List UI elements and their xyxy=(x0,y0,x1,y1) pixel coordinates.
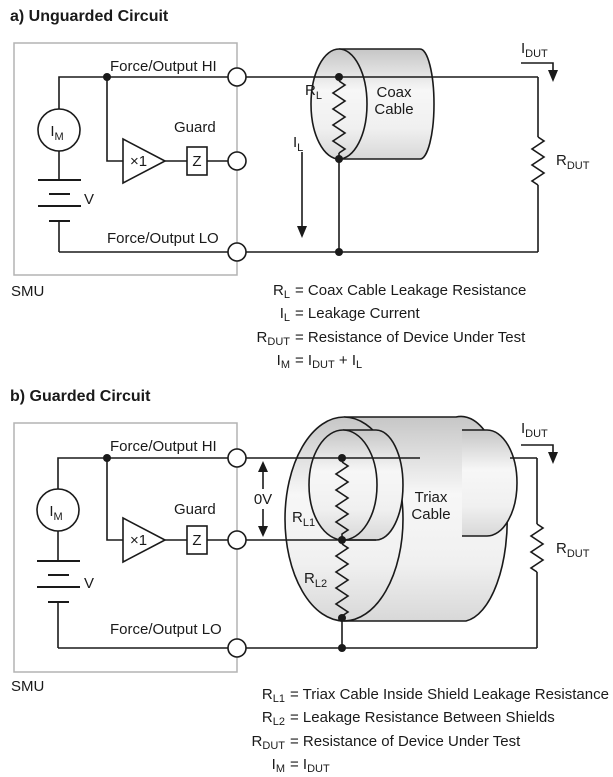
il-label: IL xyxy=(293,134,303,154)
equation-row: RL= Coax Cable Leakage Resistance xyxy=(273,282,527,301)
idut-arrow-b xyxy=(521,444,558,464)
guard-label-b: Guard xyxy=(174,501,216,518)
coax-end-ellipse xyxy=(310,48,368,160)
smu-label-a: SMU xyxy=(11,283,45,300)
resistor-rl1 xyxy=(334,461,350,540)
terminal-guard-a xyxy=(227,151,247,171)
idut-label-b: IDUT xyxy=(521,420,548,440)
equation-row: IL= Leakage Current xyxy=(279,305,420,325)
external-wiring-a xyxy=(246,76,539,253)
resistor-rl xyxy=(331,80,347,154)
leakage-arrow-il xyxy=(297,152,307,238)
circuit-a: IM V ×1 Z Guard Force/Output HI Force/Ou… xyxy=(13,40,590,276)
impedance-box-a xyxy=(186,146,208,176)
terminal-lo-a xyxy=(227,242,247,262)
impedance-box-a-label: Z xyxy=(192,153,201,170)
coax-cable-label-1: Coax xyxy=(376,84,412,101)
terminal-guard-b xyxy=(227,530,247,550)
battery-a-label: V xyxy=(84,191,94,208)
equation-row: IM= IDUT xyxy=(271,756,330,776)
circuit-b: IM V ×1 Z Guard Force/Output HI Force/Ou… xyxy=(13,415,590,673)
buffer-amp-b xyxy=(122,516,167,564)
guard-label-a: Guard xyxy=(174,119,216,136)
force-hi-label-b: Force/Output HI xyxy=(110,438,217,455)
resistor-rdut-b-label: RDUT xyxy=(556,540,590,560)
coax-cable xyxy=(310,48,435,160)
smu-a-wiring xyxy=(58,76,228,253)
battery-a xyxy=(38,179,81,222)
idut-arrow-a xyxy=(521,62,558,82)
buffer-amp-b-label: ×1 xyxy=(130,532,147,549)
idut-label-a: IDUT xyxy=(521,40,548,60)
terminal-lo-b xyxy=(227,638,247,658)
coax-cable-label-2: Cable xyxy=(374,101,413,118)
impedance-box-b-label: Z xyxy=(192,532,201,549)
current-meter-a-label: IM xyxy=(50,123,63,143)
equation-row: RL1= Triax Cable Inside Shield Leakage R… xyxy=(261,686,609,705)
external-wiring-b xyxy=(246,457,538,649)
smu-label-b: SMU xyxy=(11,678,45,695)
force-hi-label-a: Force/Output HI xyxy=(110,58,217,75)
force-lo-label-a: Force/Output LO xyxy=(107,230,219,247)
terminal-hi-a xyxy=(227,67,247,87)
equations-b: RL1= Triax Cable Inside Shield Leakage R… xyxy=(193,684,609,777)
resistor-rdut-b xyxy=(529,523,545,573)
junction-dots-a xyxy=(103,73,343,256)
buffer-amp-a-label: ×1 xyxy=(130,153,147,170)
resistor-rl-label: RL xyxy=(305,82,322,102)
equation-row: RDUT= Resistance of Device Under Test xyxy=(256,328,526,348)
section-b-title: b) Guarded Circuit xyxy=(10,388,151,405)
triax-cable-label-1: Triax xyxy=(415,489,448,506)
current-meter-a xyxy=(37,108,81,152)
battery-b xyxy=(37,560,80,603)
triax-cable-label-2: Cable xyxy=(411,506,450,523)
zero-v-label: 0V xyxy=(254,491,272,508)
equation-row: IM= IDUT + IL xyxy=(276,352,363,372)
current-meter-b xyxy=(36,488,80,532)
resistor-rl2-label: RL2 xyxy=(304,570,327,590)
triax-connector xyxy=(462,429,518,537)
equation-row: RL2= Leakage Resistance Between Shields xyxy=(261,709,555,729)
resistor-rl2 xyxy=(334,543,350,617)
resistor-rdut-a-label: RDUT xyxy=(556,152,590,172)
impedance-box-b xyxy=(186,525,208,555)
junction-dots-b xyxy=(103,454,346,652)
current-meter-b-label: IM xyxy=(49,503,62,523)
force-lo-label-b: Force/Output LO xyxy=(110,621,222,638)
resistor-rdut-a xyxy=(530,136,546,186)
terminal-hi-b xyxy=(227,448,247,468)
resistor-rl1-label: RL1 xyxy=(292,509,315,529)
section-a-title: a) Unguarded Circuit xyxy=(10,8,169,25)
battery-b-label: V xyxy=(84,575,94,592)
triax-cable xyxy=(284,415,518,622)
equation-row: RDUT= Resistance of Device Under Test xyxy=(251,732,521,752)
buffer-amp-a xyxy=(122,137,167,185)
equations-a: RL= Coax Cable Leakage Resistance IL= Le… xyxy=(230,280,527,374)
smu-b-wiring xyxy=(57,457,228,649)
zero-v-arrow xyxy=(258,461,268,537)
